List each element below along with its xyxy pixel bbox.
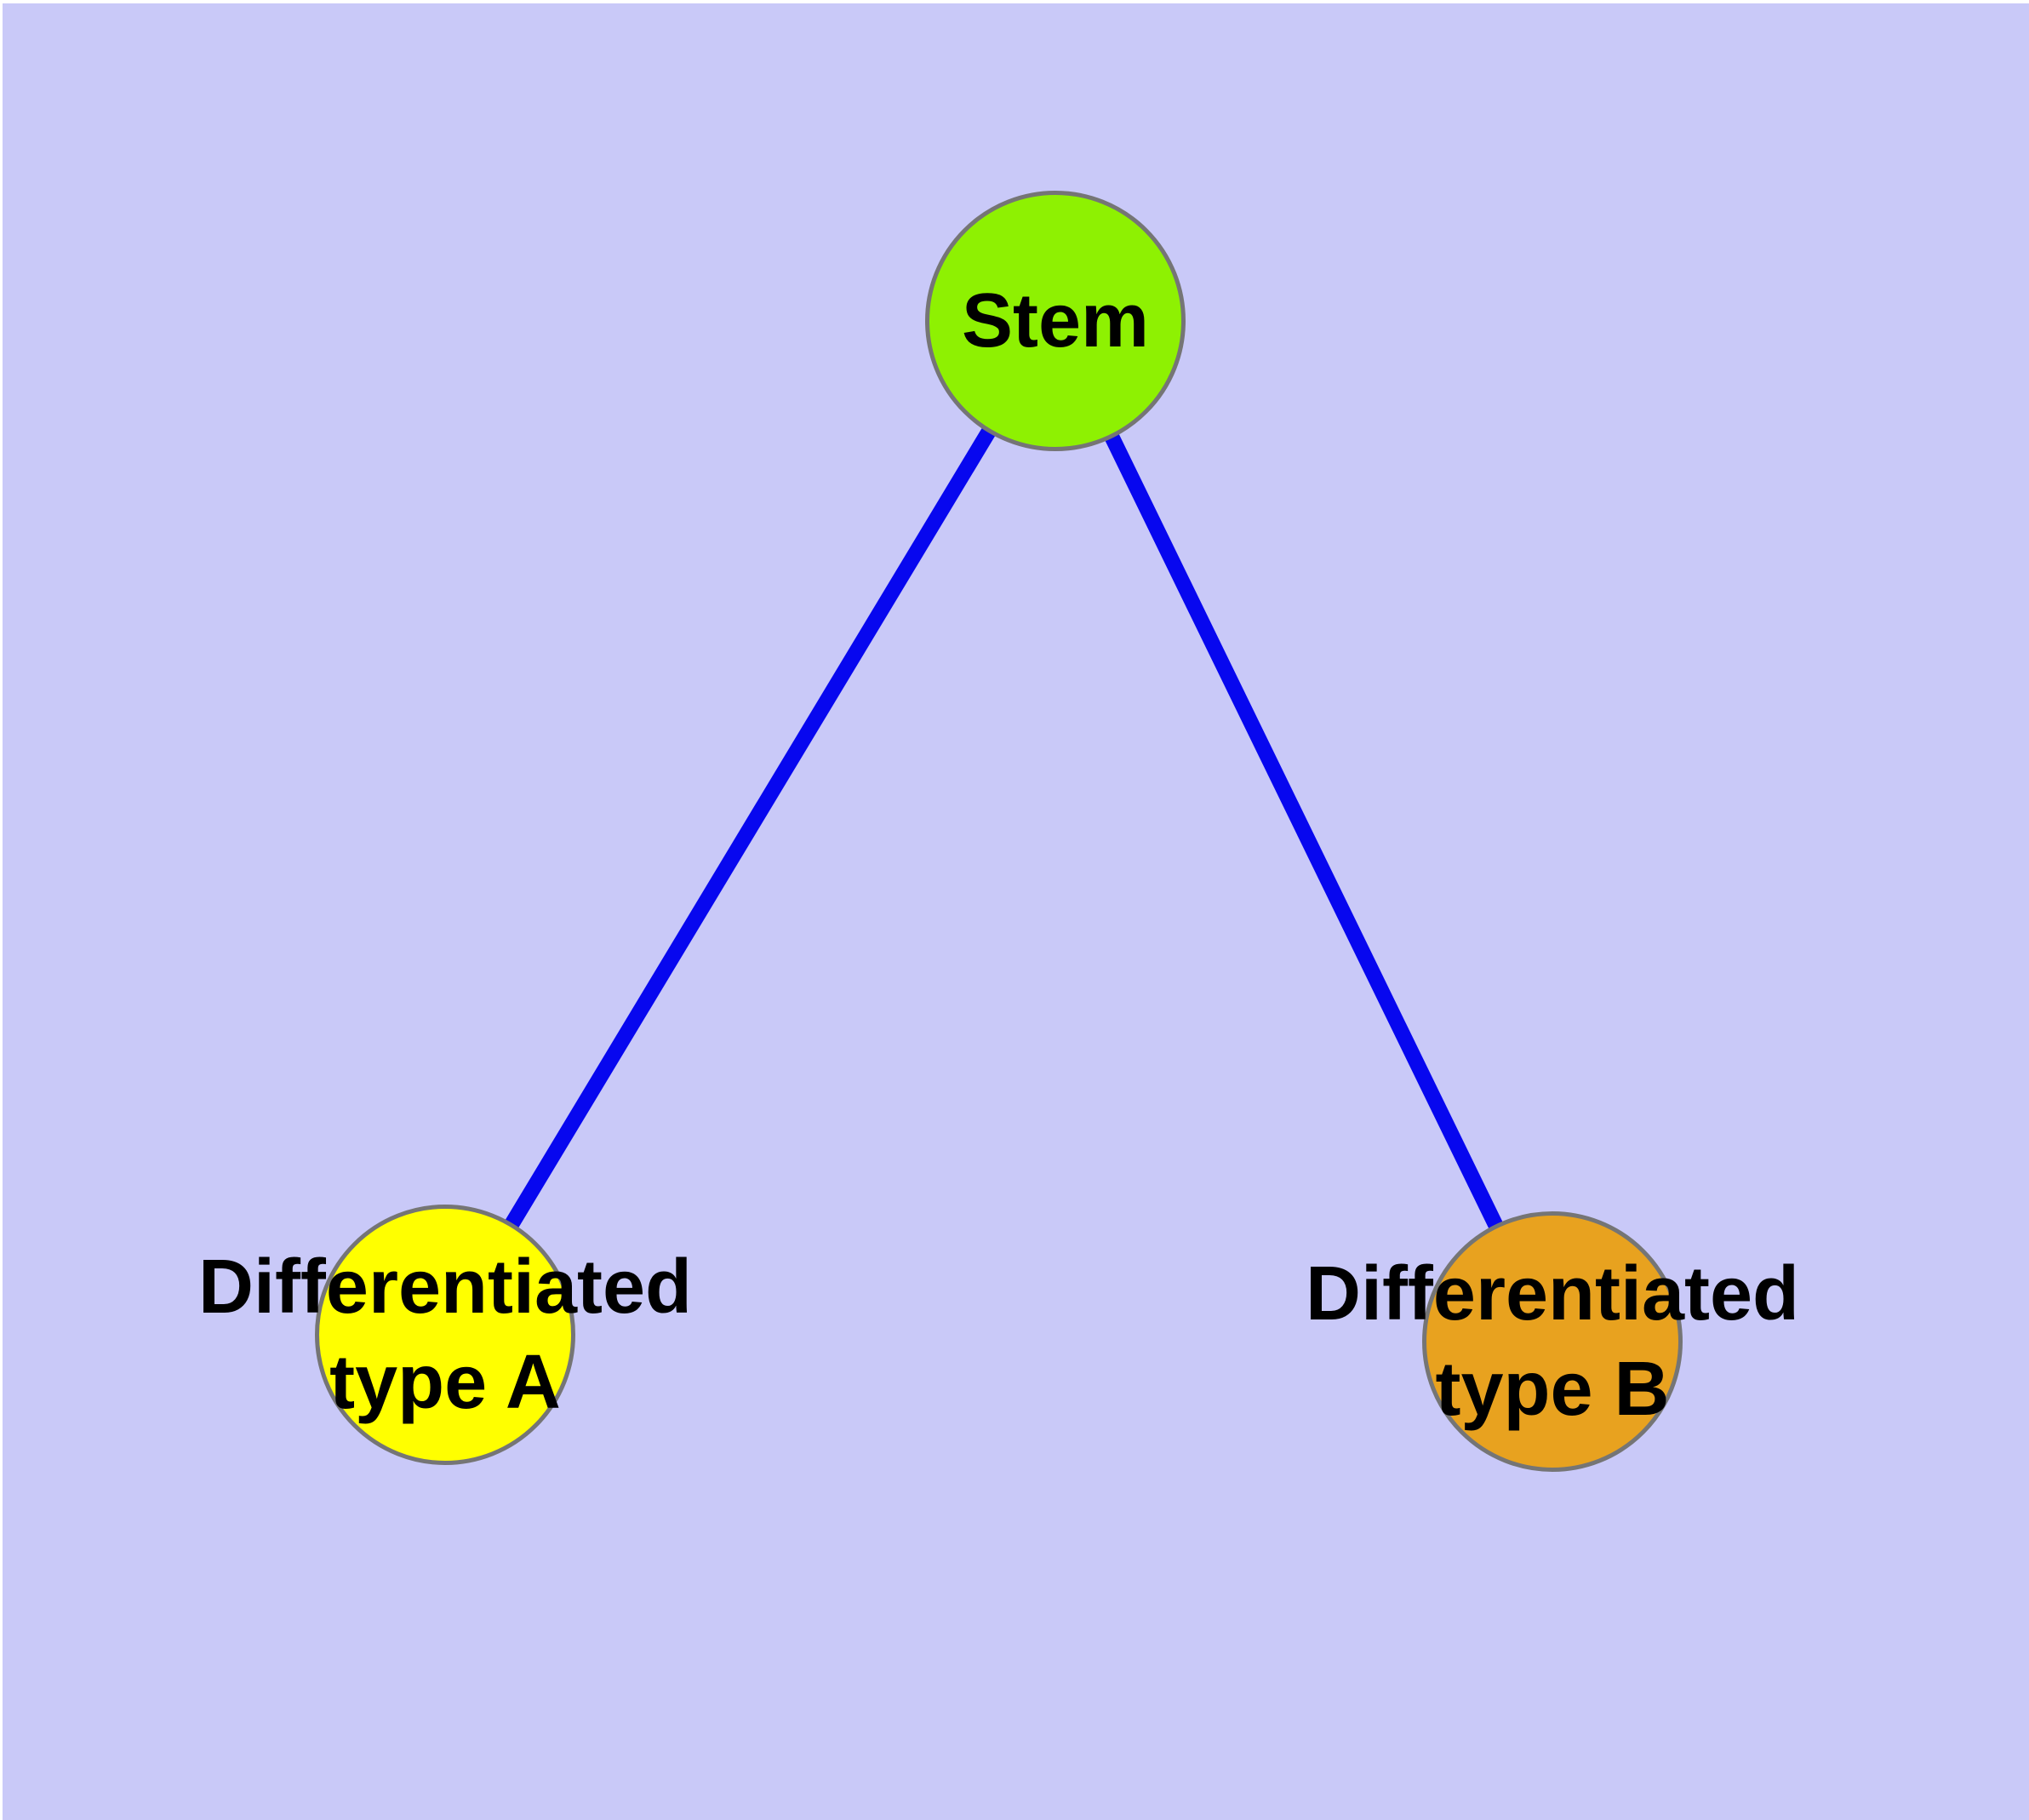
edge-stem-to-type-a — [438, 317, 1062, 1339]
node-differentiated-type-a[interactable] — [315, 1205, 575, 1465]
node-stem[interactable] — [925, 191, 1186, 451]
edges-layer — [438, 317, 1560, 1345]
edge-stem-to-type-b — [1048, 318, 1560, 1345]
node-differentiated-type-b[interactable] — [1422, 1211, 1683, 1472]
graph-canvas: Stem Differentiated type A Differentiate… — [3, 3, 2029, 1820]
